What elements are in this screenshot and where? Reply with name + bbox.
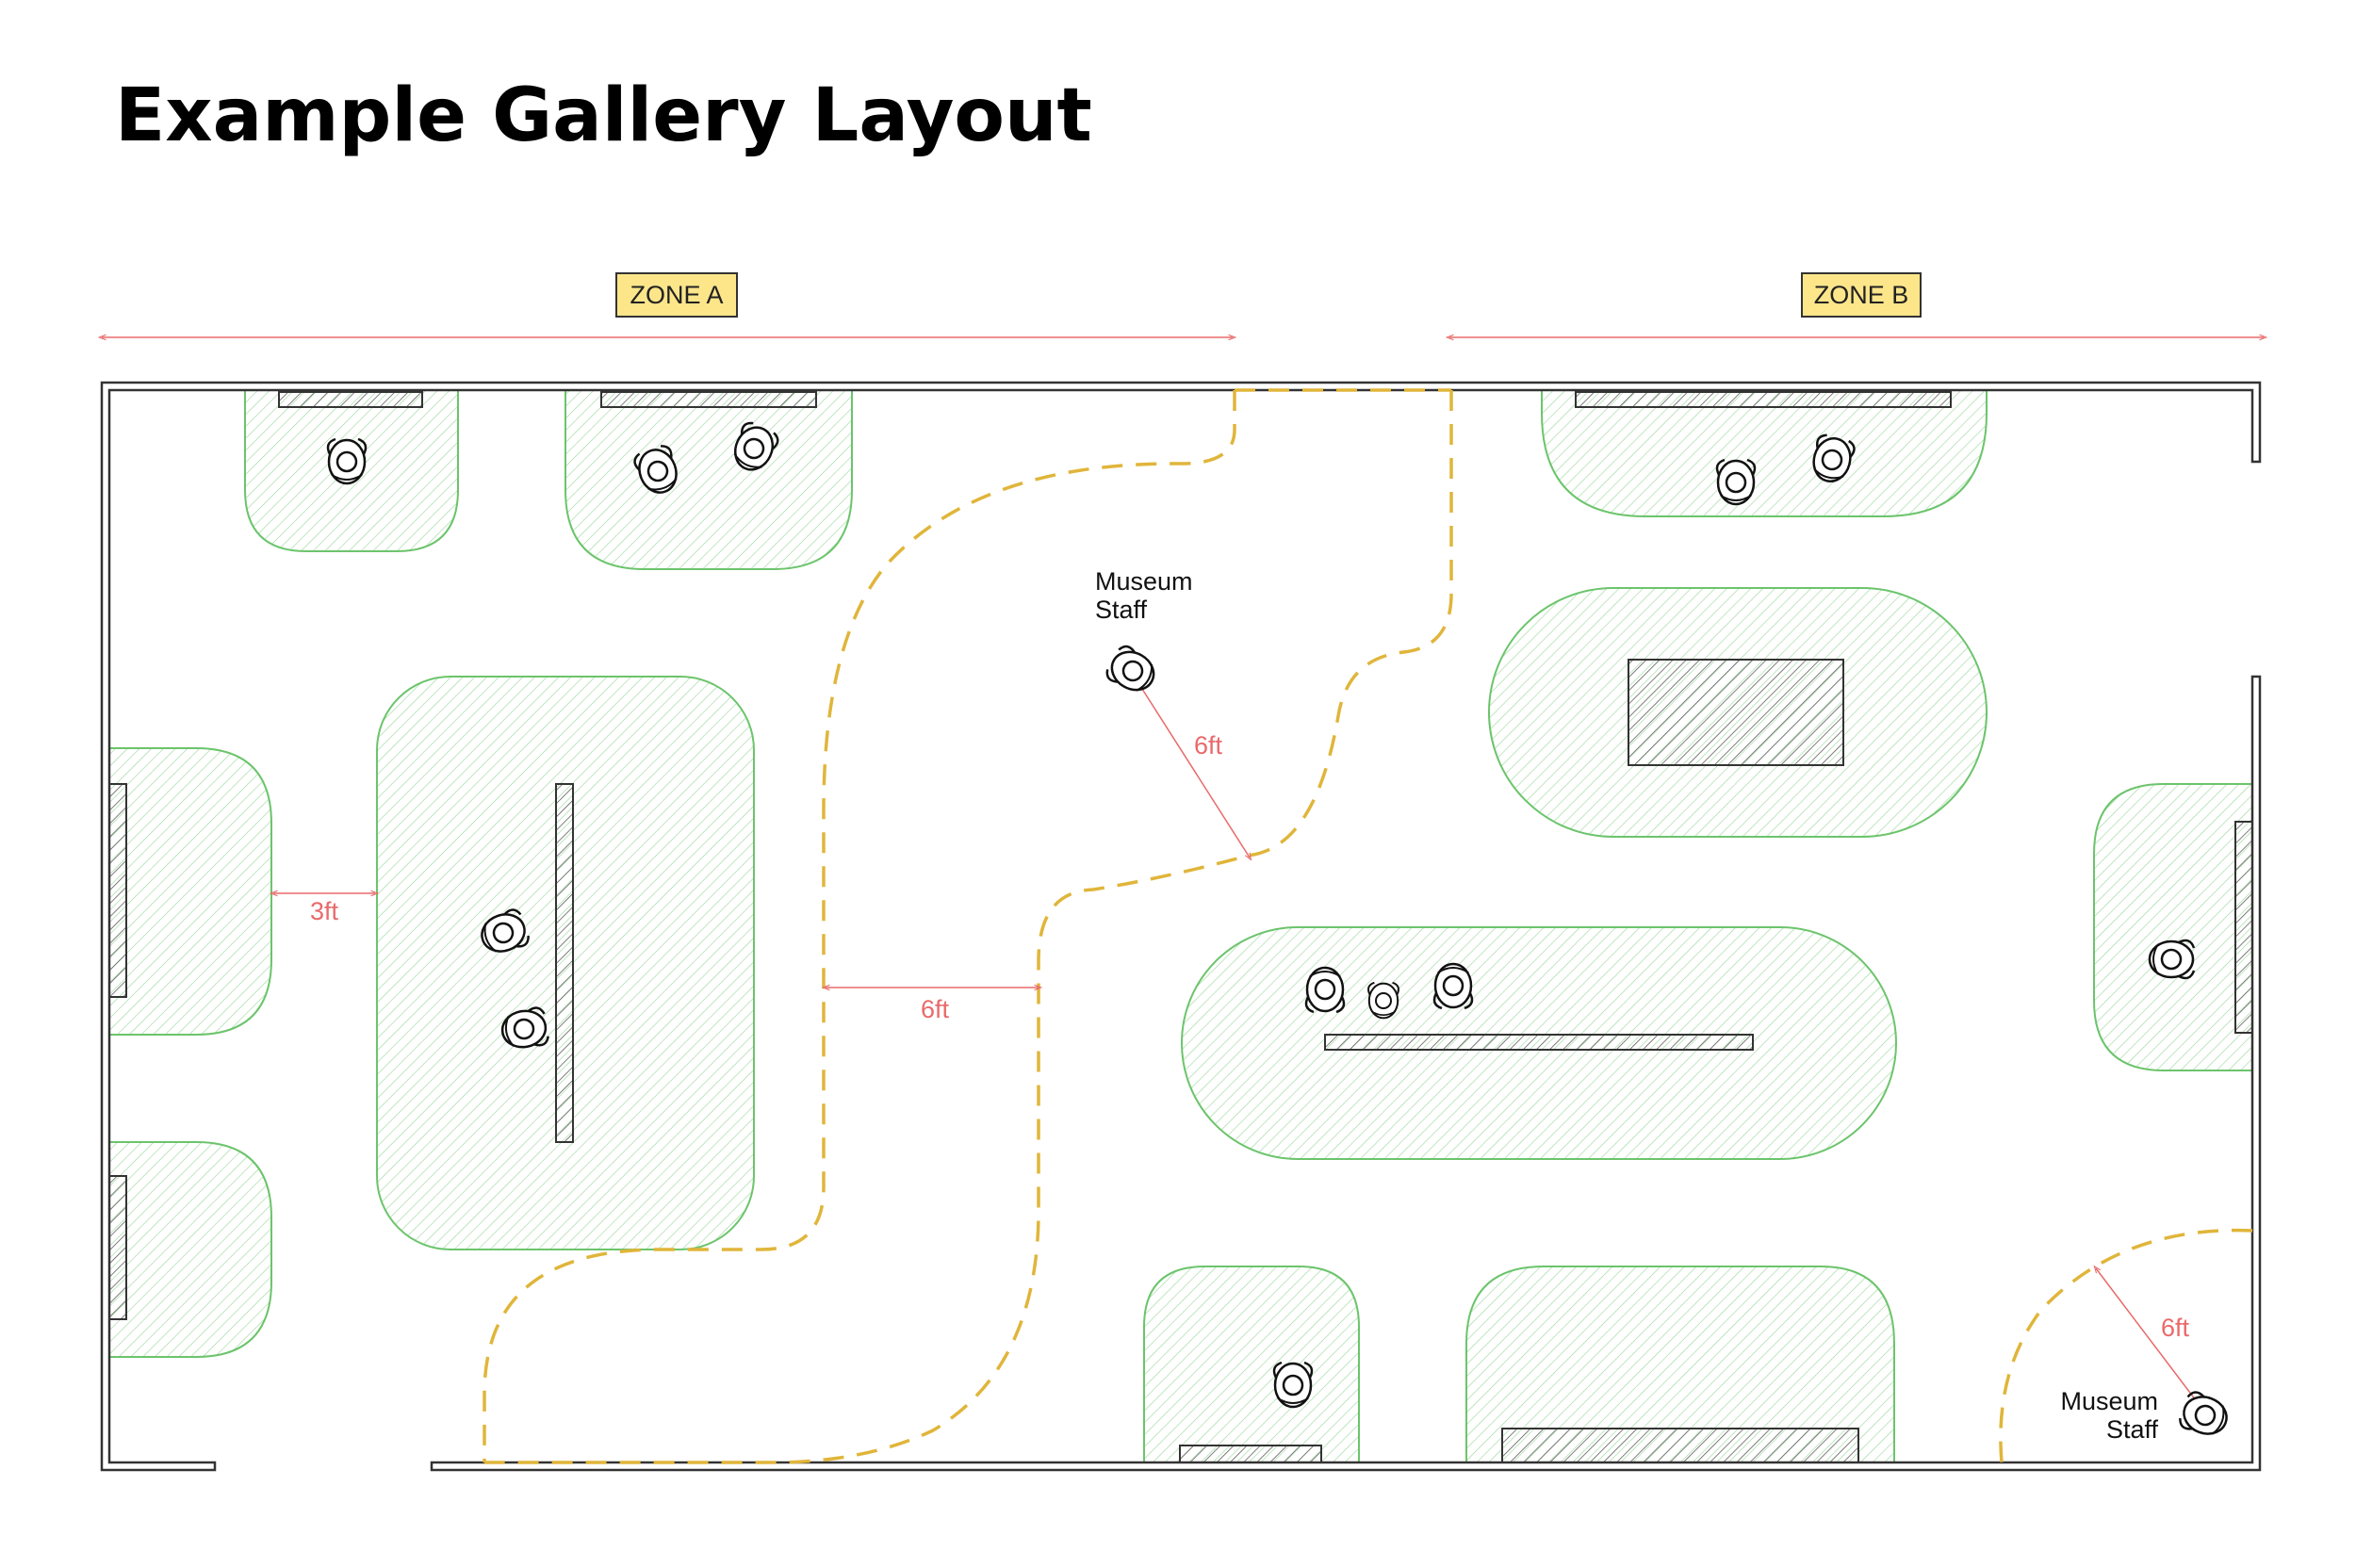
visitor-icon — [1304, 966, 1346, 1014]
wall-panel-top-1 — [278, 391, 423, 408]
page-title: Example Gallery Layout — [115, 74, 1092, 158]
staff-label-1-line1: Museum — [1095, 567, 1193, 596]
dimensions: 3ft 6ft 6ft 6ft — [273, 685, 2202, 1409]
wall-panel-top-3 — [1575, 391, 1952, 408]
wall-panel-left-1 — [108, 783, 127, 998]
zone-b-label: ZONE B — [1814, 281, 1909, 309]
zone-a-marker: ZONE A — [102, 272, 1233, 337]
circulation-path — [483, 388, 2253, 1464]
bottom-right-wall — [430, 675, 2262, 1472]
staff-icon — [1102, 642, 1163, 700]
visitor-icon — [1432, 962, 1474, 1010]
dimension-label-6ft-staff-1: 6ft — [1194, 731, 1223, 760]
dimension-label-6ft-corridor: 6ft — [921, 995, 950, 1023]
wall-panel-bottom-2 — [1501, 1428, 1859, 1463]
viewing-area-right-wall — [2093, 783, 2253, 1071]
viewing-area-top-2 — [564, 389, 853, 570]
zone-a-badge — [615, 272, 738, 318]
viewing-area-left-1 — [108, 747, 272, 1036]
wall-panel-bottom-1 — [1179, 1445, 1322, 1463]
display-panel-center-right — [1324, 1034, 1754, 1051]
gallery-walls — [100, 381, 2262, 1472]
zone-b-badge — [1801, 272, 1922, 318]
visitor-icon — [1715, 458, 1757, 506]
dimension-line-6ft-staff-2 — [2096, 1268, 2202, 1409]
staff-icon — [2176, 1388, 2233, 1442]
outer-wall — [100, 381, 2262, 1472]
display-panel-center-left — [555, 783, 574, 1143]
visitor-icon — [1272, 1361, 1314, 1409]
staff-label-1: Museum Staff — [1095, 567, 1193, 624]
wall-panel-top-2 — [600, 391, 817, 408]
viewing-area-top-3 — [1541, 389, 1988, 517]
viewing-area-left-2 — [108, 1141, 272, 1358]
dimension-label-3ft: 3ft — [310, 897, 339, 925]
staff-label-1-line2: Staff — [1095, 596, 1148, 624]
staff-label-2-line1: Museum — [2060, 1387, 2158, 1415]
zone-b-marker: ZONE B — [1449, 272, 2264, 337]
wall-panel-left-2 — [108, 1175, 127, 1320]
dimension-label-6ft-staff-2: 6ft — [2161, 1314, 2190, 1342]
visitor-icon — [2148, 939, 2196, 980]
zone-a-label: ZONE A — [630, 281, 723, 309]
visitor-icon — [1366, 981, 1400, 1020]
display-case-center — [1628, 659, 1844, 766]
dimension-line-6ft-staff-1 — [1139, 685, 1250, 858]
staff-label-2-line2: Staff — [2106, 1415, 2159, 1444]
path-edge-left-upper — [483, 390, 1236, 1462]
path-edge-right — [484, 390, 1453, 1464]
viewing-area-bottom-2 — [1465, 1266, 1895, 1463]
visitor-icon — [326, 437, 368, 485]
staff-label-2: Museum Staff — [2060, 1387, 2158, 1444]
wall-panel-right — [2234, 821, 2253, 1034]
viewing-area-bottom-1 — [1143, 1266, 1360, 1463]
staff-zone-arc — [1999, 1228, 2253, 1463]
viewing-areas — [108, 389, 2253, 1463]
